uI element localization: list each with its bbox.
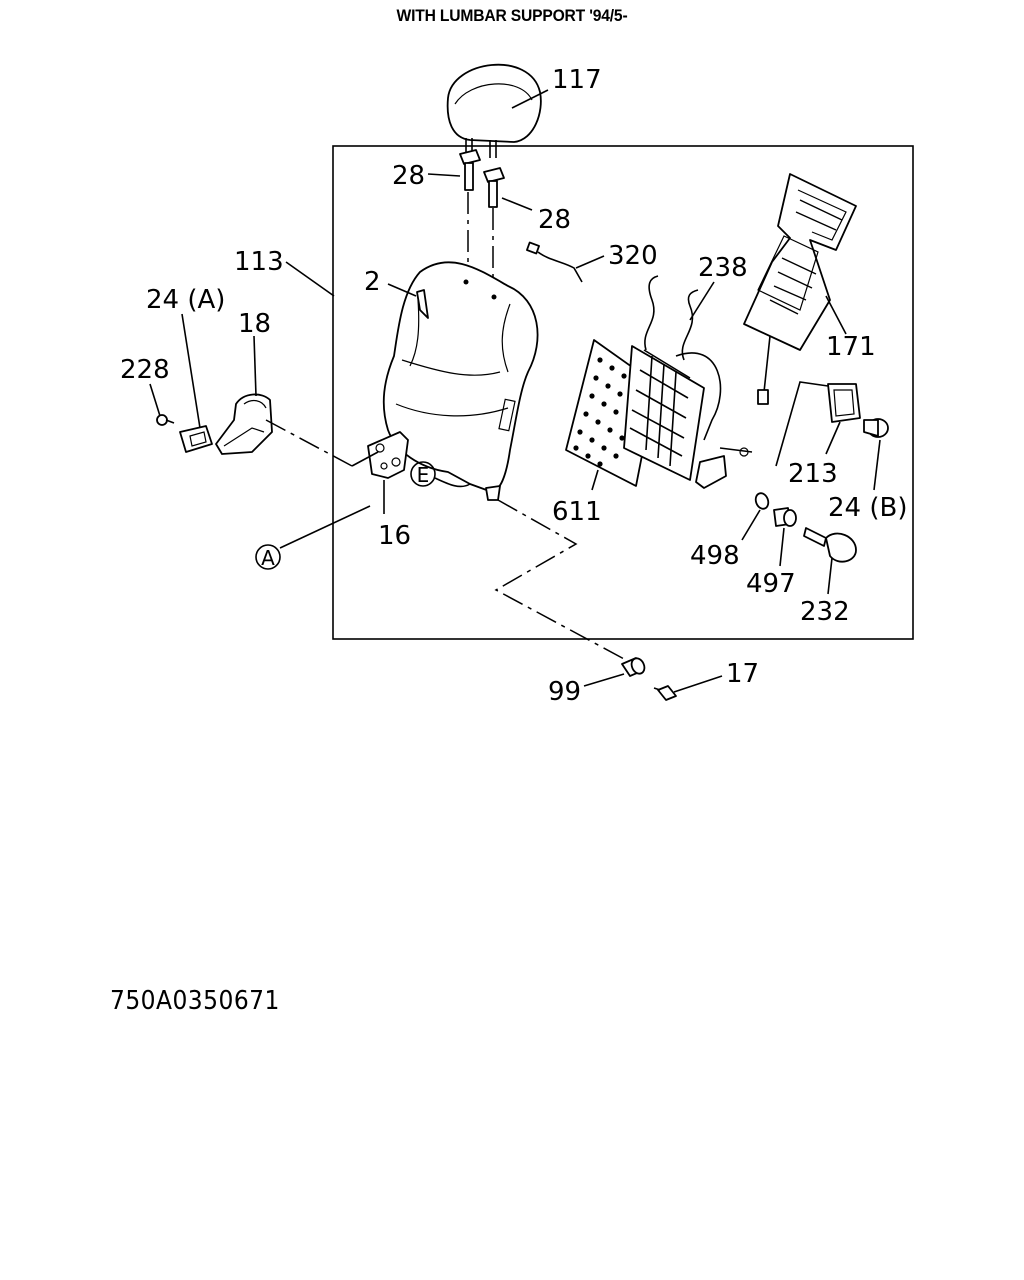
svg-text:A: A (261, 546, 275, 570)
headrest (446, 63, 542, 158)
label-228: 228 (120, 355, 170, 385)
adjust-knob-232 (803, 527, 857, 563)
seat-heater-pad (743, 173, 857, 405)
screw-17 (653, 685, 677, 701)
bolt-497 (773, 507, 797, 527)
diagram-code: 750A0350671 (110, 986, 280, 1016)
headrest-guide-right (483, 167, 505, 208)
label-16: 16 (378, 521, 411, 551)
switch-knob-b (863, 418, 889, 438)
label-99: 99 (548, 677, 581, 707)
label-113: 113 (234, 247, 284, 277)
label-18: 18 (238, 309, 271, 339)
headrest-guide-left (459, 149, 481, 191)
washer-498 (754, 492, 770, 510)
label-28-right: 28 (538, 205, 571, 235)
ref-marker-a: A (255, 544, 281, 570)
label-498: 498 (690, 541, 740, 571)
label-232: 232 (800, 597, 850, 627)
label-24b: 24 (B) (828, 493, 907, 523)
leader-lines (149, 89, 881, 693)
recliner-cover (215, 393, 273, 455)
label-117: 117 (552, 65, 602, 95)
label-171: 171 (826, 332, 876, 362)
recliner-knob-a (179, 425, 213, 453)
trim-piece (416, 289, 429, 319)
screw-228 (156, 414, 175, 426)
assembly-frame (332, 145, 914, 640)
label-320: 320 (608, 241, 658, 271)
label-28-left: 28 (392, 161, 425, 191)
label-2: 2 (364, 267, 381, 297)
diagram-title: WITH LUMBAR SUPPORT '94/5- (396, 6, 628, 25)
label-238: 238 (698, 253, 748, 283)
seat-back (382, 261, 539, 501)
label-611: 611 (552, 497, 602, 527)
label-497: 497 (746, 569, 796, 599)
lumbar-wire-320 (526, 241, 583, 283)
svg-text:E: E (417, 463, 430, 487)
lumbar-mechanism (623, 275, 753, 489)
label-213: 213 (788, 459, 838, 489)
label-17: 17 (726, 659, 759, 689)
label-24a: 24 (A) (146, 285, 225, 315)
recliner-bracket (367, 431, 409, 479)
bushing-99 (621, 657, 646, 677)
ref-marker-e: E (410, 461, 471, 488)
lumbar-switch (775, 381, 861, 467)
